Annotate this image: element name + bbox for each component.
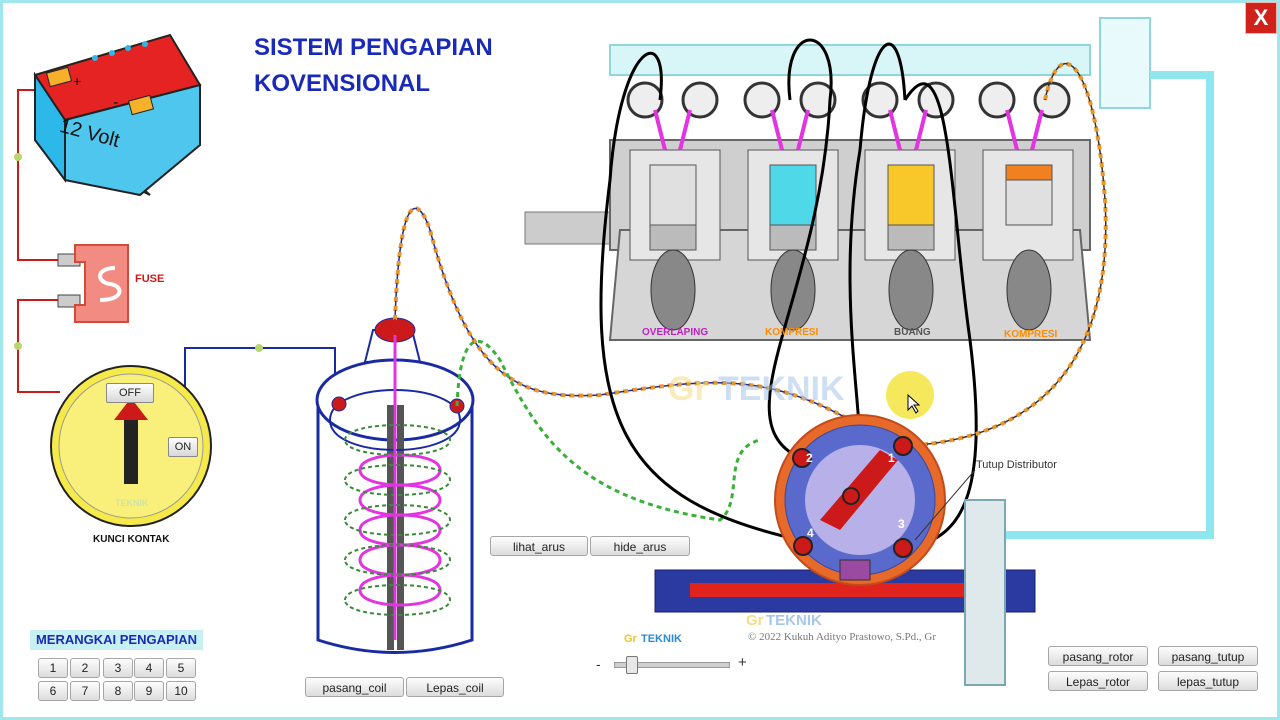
ignition-coil — [315, 317, 475, 654]
watermark-gr-small: Gr — [746, 612, 764, 629]
close-button[interactable]: X — [1245, 2, 1277, 34]
watermark-gr: Gr — [668, 370, 708, 408]
zoom-slider-thumb[interactable] — [626, 656, 638, 674]
distributor-terminal — [792, 448, 812, 468]
terminal-label-3: 3 — [898, 517, 905, 531]
footer-logo-gr: Gr — [624, 633, 638, 645]
terminal-label-2: 2 — [806, 451, 813, 465]
cursor-highlight — [886, 371, 934, 419]
ignition-on-button[interactable]: ON — [168, 437, 198, 457]
cylinder-2-status: KOMPRESI — [765, 327, 819, 338]
cylinder-3 — [861, 81, 956, 331]
battery — [33, 33, 202, 197]
zoom-plus[interactable]: + — [738, 654, 747, 671]
lepas-coil-button[interactable]: Lepas_coil — [406, 677, 504, 697]
title-line-1: SISTEM PENGAPIAN — [254, 34, 493, 61]
step-button-5[interactable]: 5 — [166, 658, 196, 678]
battery-plus: + — [73, 73, 81, 89]
cylinder-1 — [626, 81, 721, 331]
cylinder-4 — [978, 81, 1074, 331]
pasang-tutup-button[interactable]: pasang_tutup — [1158, 646, 1258, 666]
pasang-rotor-button[interactable]: pasang_rotor — [1048, 646, 1148, 666]
merangkai-title: MERANGKAI PENGAPIAN — [30, 630, 203, 650]
lepas-rotor-button[interactable]: Lepas_rotor — [1048, 671, 1148, 691]
distributor-terminal — [893, 436, 913, 456]
distributor — [654, 414, 1036, 686]
wire-node — [14, 153, 22, 161]
step-button-4[interactable]: 4 — [134, 658, 164, 678]
ignition-off-button[interactable]: OFF — [106, 383, 154, 403]
page-title: SISTEM PENGAPIAN KOVENSIONAL — [254, 30, 493, 102]
distributor-terminal — [893, 538, 913, 558]
terminal-label-4: 4 — [807, 526, 814, 540]
lihat-arus-button[interactable]: lihat_arus — [490, 536, 588, 556]
step-button-3[interactable]: 3 — [103, 658, 133, 678]
cylinder-3-status: BUANG — [894, 327, 931, 338]
hide-arus-button[interactable]: hide_arus — [590, 536, 690, 556]
distributor-terminal — [793, 536, 813, 556]
battery-minus: - — [113, 94, 118, 111]
step-button-8[interactable]: 8 — [103, 681, 133, 701]
cylinder-1-status: OVERLAPING — [642, 327, 709, 338]
step-button-1[interactable]: 1 — [38, 658, 68, 678]
zoom-slider-track[interactable] — [614, 662, 730, 668]
terminal-label-1: 1 — [888, 451, 895, 465]
fuse — [57, 244, 129, 323]
step-button-6[interactable]: 6 — [38, 681, 68, 701]
watermark-teknik: TEKNIK — [718, 370, 845, 408]
pasang-coil-button[interactable]: pasang_coil — [305, 677, 404, 697]
title-line-2: KOVENSIONAL — [254, 70, 431, 97]
wire-fuse-switch — [17, 299, 60, 393]
zoom-minus[interactable]: - — [596, 656, 601, 672]
watermark-teknik-small: TEKNIK — [766, 612, 822, 629]
step-button-9[interactable]: 9 — [134, 681, 164, 701]
distributor-cap-label: Tutup Distributor — [976, 459, 1057, 471]
switch-watermark: TEKNIK — [115, 498, 149, 508]
footer-logo-teknik: TEKNIK — [641, 633, 682, 645]
wire-node — [14, 342, 22, 350]
copyright-text: © 2022 Kukuh Adityo Prastowo, S.Pd., Gr — [748, 631, 937, 643]
wire-battery-fuse — [17, 89, 60, 261]
step-button-7[interactable]: 7 — [70, 681, 100, 701]
ignition-switch — [50, 344, 336, 527]
cylinder-4-status: KOMPRESI — [1004, 329, 1058, 340]
ignition-switch-label: KUNCI KONTAK — [93, 534, 170, 545]
cursor-icon — [907, 393, 921, 414]
fuse-label: FUSE — [135, 273, 165, 285]
step-button-2[interactable]: 2 — [70, 658, 100, 678]
lepas-tutup-button[interactable]: lepas_tutup — [1158, 671, 1258, 691]
rotor-center — [842, 487, 860, 505]
step-button-10[interactable]: 10 — [166, 681, 196, 701]
